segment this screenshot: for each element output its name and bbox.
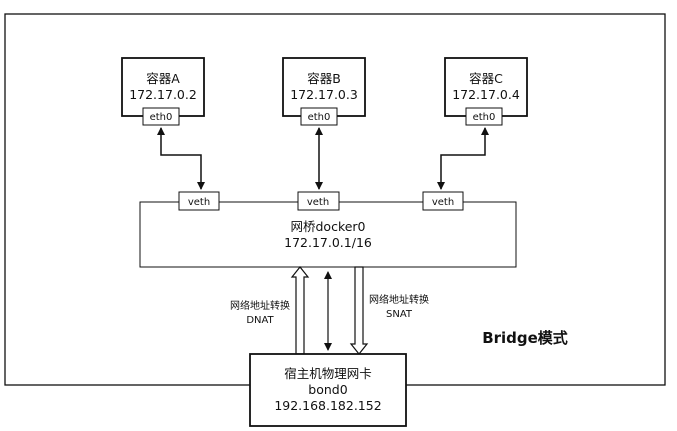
snat-label-line2: SNAT: [386, 309, 413, 320]
bridge-box: [139, 201, 517, 268]
veth-box: [297, 191, 340, 211]
container-c: 容器C 172.17.0.4 eth0: [444, 57, 528, 126]
link-a: [157, 127, 205, 190]
veth-box: [422, 191, 464, 211]
eth0-label: eth0: [308, 112, 331, 123]
container-name: 容器C: [469, 71, 503, 86]
bridge-ip: 172.17.0.1/16: [284, 235, 372, 250]
veth-label: veth: [307, 197, 329, 208]
eth0-interface: [142, 107, 180, 126]
container-box: [282, 57, 366, 117]
dnat-label-line2: DNAT: [246, 315, 274, 326]
host-iface: bond0: [308, 382, 347, 397]
snat-label-line1: 网络地址转换: [369, 293, 429, 306]
host-ip: 192.168.182.152: [274, 398, 381, 413]
link-c: [437, 127, 489, 190]
veth-c: veth: [422, 191, 464, 211]
bridge-docker0: 网桥docker0 172.17.0.1/16: [139, 201, 517, 268]
host-box: [249, 353, 407, 427]
container-b: 容器B 172.17.0.3 eth0: [282, 57, 366, 126]
bridge-name: 网桥docker0: [290, 219, 365, 234]
eth0-interface: [300, 107, 338, 126]
veth-label: veth: [432, 197, 454, 208]
veth-a: veth: [178, 191, 220, 211]
eth0-label: eth0: [473, 112, 496, 123]
dnat-label-line1: 网络地址转换: [230, 299, 290, 312]
container-name: 容器A: [146, 71, 180, 86]
container-ip: 172.17.0.4: [452, 87, 520, 102]
container-box: [121, 57, 205, 117]
eth0-label: eth0: [150, 112, 173, 123]
container-ip: 172.17.0.2: [129, 87, 197, 102]
container-name: 容器B: [307, 71, 341, 86]
mode-label: Bridge模式: [482, 329, 568, 347]
container-a: 容器A 172.17.0.2 eth0: [121, 57, 205, 126]
veth-b: veth: [297, 191, 340, 211]
container-ip: 172.17.0.3: [290, 87, 358, 102]
dnat-arrow: [290, 266, 310, 355]
host-title: 宿主机物理网卡: [284, 366, 372, 381]
snat-arrow: [349, 266, 369, 355]
veth-box: [178, 191, 220, 211]
eth0-interface: [465, 107, 503, 126]
host-nic: 宿主机物理网卡 bond0 192.168.182.152: [249, 353, 407, 427]
veth-label: veth: [188, 197, 210, 208]
